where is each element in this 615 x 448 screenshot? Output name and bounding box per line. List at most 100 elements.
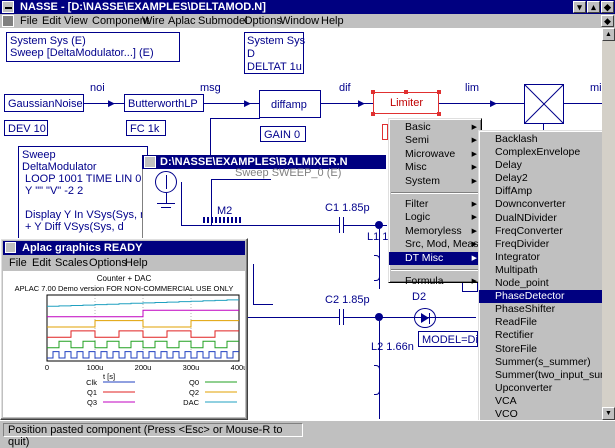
dt-misc-item[interactable]: VCO (495, 407, 518, 420)
diode-d2-icon[interactable] (414, 308, 436, 328)
menu-submodel[interactable]: Submodel (198, 15, 248, 27)
label-c2: C2 1.85p (325, 294, 370, 306)
menu-item-src-mod-meas[interactable]: Src, Mod, Meas▶ (405, 238, 479, 251)
vertical-scrollbar[interactable]: ▲ ▼ (602, 28, 615, 420)
balmixer-system-icon[interactable] (144, 156, 156, 168)
document-system-icon[interactable] (2, 15, 14, 27)
graphics-title-bar: Aplac graphics READY (3, 241, 245, 255)
menu-item-logic[interactable]: Logic▶ (405, 211, 477, 224)
dt-misc-item[interactable]: Delay2 (495, 172, 528, 185)
dt-misc-item[interactable]: Upconverter (495, 381, 553, 394)
current-source-icon[interactable] (155, 171, 177, 193)
graphics-menu-scales[interactable]: Scales (55, 257, 89, 269)
dt-misc-item[interactable]: Summer(two_input_summer) (495, 368, 615, 381)
sweep-info-box[interactable]: System Sys (E) Sweep [DeltaModulator...]… (6, 32, 180, 62)
minimize-button[interactable]: ▾ (573, 1, 586, 13)
balmixer-hidden-text: Sweep SWEEP_0 (E) (235, 167, 342, 179)
graphics-menu-file[interactable]: File (9, 257, 27, 269)
scroll-up-button[interactable]: ▲ (602, 28, 615, 41)
dt-misc-item[interactable]: FreqDivider (495, 237, 550, 250)
gaussian-noise-label: GaussianNoise (8, 98, 83, 110)
dt-misc-item[interactable]: Multipath (495, 263, 538, 276)
menu-wire[interactable]: Wire (142, 15, 165, 27)
diffamp-block[interactable]: diffamp (259, 90, 321, 118)
sweep-text-line-4: Y "" "V" -2 2 (25, 185, 84, 197)
menu-view[interactable]: View (64, 15, 88, 27)
menu-item-basic[interactable]: Basic▶ (405, 121, 477, 133)
dt-misc-item[interactable]: VCA (495, 394, 517, 407)
diode-model-box[interactable]: MODEL=Dio (418, 331, 484, 347)
menu-separator (391, 268, 479, 271)
node-dot (375, 221, 383, 229)
menu-item-formula[interactable]: Formula▶ (405, 274, 477, 287)
graphics-plot-area[interactable]: Counter + DAC APLAC 7.00 Demo version FO… (3, 271, 245, 417)
multiplier-cross-icon (525, 85, 563, 123)
dt-misc-item[interactable]: Integrator (495, 250, 540, 263)
dt-misc-item[interactable]: FreqConverter (495, 224, 563, 237)
dt-misc-item[interactable]: PhaseShifter (495, 303, 556, 316)
menu-item-microwave[interactable]: Microwave▶ (405, 147, 477, 160)
dt-misc-item[interactable]: Downconverter (495, 198, 566, 211)
x-axis-label: t [s] (103, 372, 116, 381)
limiter-block[interactable]: Limiter (373, 92, 439, 114)
dt-misc-item[interactable]: ComplexEnvelope (495, 146, 581, 159)
graphics-menu-help[interactable]: Help (125, 257, 148, 269)
menu-item-misc[interactable]: Misc▶ (405, 161, 477, 174)
inductor-l1-icon (374, 255, 380, 281)
document-restore-button[interactable]: ◆ (601, 15, 614, 27)
submenu-arrow-icon: ▶ (471, 124, 477, 131)
sweep-text-block[interactable]: Sweep DeltaModulator LOOP 1001 TIME LIN … (18, 146, 148, 246)
menu-help[interactable]: Help (321, 15, 344, 27)
balmixer-title-bar: D:\NASSE\EXAMPLES\BALMIXER.N (142, 155, 386, 169)
main-window-title: NASSE - [D:\NASSE\EXAMPLES\DELTAMOD.N] (20, 1, 266, 13)
restore-button[interactable]: ◆ (601, 1, 614, 13)
dt-misc-item[interactable]: Backlash (495, 133, 538, 145)
inductor-l2-icon (374, 365, 380, 395)
maximize-button[interactable]: ▴ (587, 1, 600, 13)
dt-misc-item[interactable]: DiffAmp (495, 185, 533, 198)
menu-component[interactable]: Component (92, 15, 149, 27)
butterworth-lp-block[interactable]: ButterworthLP (124, 94, 204, 112)
gaussian-noise-block[interactable]: GaussianNoise (4, 94, 84, 112)
submenu-arrow-icon: ▶ (471, 177, 477, 185)
dt-misc-item[interactable]: DualNDivider (495, 211, 557, 224)
noise-param-box[interactable]: DEV 10 (4, 120, 48, 136)
dt-misc-item[interactable]: StoreFile (495, 342, 538, 355)
dt-misc-item[interactable]: Summer(s_summer) (495, 355, 591, 368)
label-l2: L2 1.66n (371, 341, 414, 353)
arrow-icon: ▶ (244, 98, 251, 108)
label-noi: noi (90, 82, 105, 94)
menu-item-system[interactable]: System▶ (405, 174, 477, 187)
diffamp-param-box[interactable]: GAIN 0 (260, 126, 306, 142)
graphics-menu-options[interactable]: Options (89, 257, 127, 269)
sweep-text-line-3: LOOP 1001 TIME LIN 0 : (25, 173, 148, 185)
system-definition-box[interactable]: System Sys D DELTAT 1u (244, 32, 305, 74)
graphics-menu-edit[interactable]: Edit (32, 257, 51, 269)
menu-aplac[interactable]: Aplac (168, 15, 196, 27)
dt-misc-item[interactable]: Delay (495, 159, 522, 172)
menu-item-dt-misc[interactable]: DT Misc▶ (389, 251, 481, 265)
menu-item-memoryless[interactable]: Memoryless▶ (405, 224, 477, 237)
series-line-q0 (47, 340, 239, 349)
menu-edit[interactable]: Edit (42, 15, 61, 27)
scroll-down-button[interactable]: ▼ (602, 407, 615, 420)
graphics-system-icon[interactable] (5, 242, 16, 253)
menu-window[interactable]: Window (280, 15, 320, 27)
filter-param-box[interactable]: FC 1k (126, 120, 166, 136)
dt-misc-item[interactable]: PhaseDetector (479, 290, 614, 304)
multiplier-block[interactable] (524, 84, 564, 124)
menu-item-semi[interactable]: Semi▶ (405, 134, 477, 147)
menu-item-filter[interactable]: Filter▶ (405, 197, 477, 210)
dt-misc-item[interactable]: Node_point (495, 277, 549, 290)
menu-options[interactable]: Options (244, 15, 282, 27)
submenu-arrow-icon: ▶ (471, 214, 477, 222)
system-menu-icon[interactable] (2, 1, 14, 13)
butterworth-label: ButterworthLP (128, 98, 198, 110)
arrow-icon: ▶ (358, 98, 365, 108)
legend-label: DAC (183, 398, 199, 407)
dt-misc-item[interactable]: Rectifier (495, 329, 534, 342)
dt-misc-item[interactable]: ReadFile (495, 316, 538, 329)
menu-file[interactable]: File (20, 15, 38, 27)
sweep-text-line-2: DeltaModulator (22, 161, 97, 173)
limiter-param-stub[interactable] (382, 124, 388, 140)
